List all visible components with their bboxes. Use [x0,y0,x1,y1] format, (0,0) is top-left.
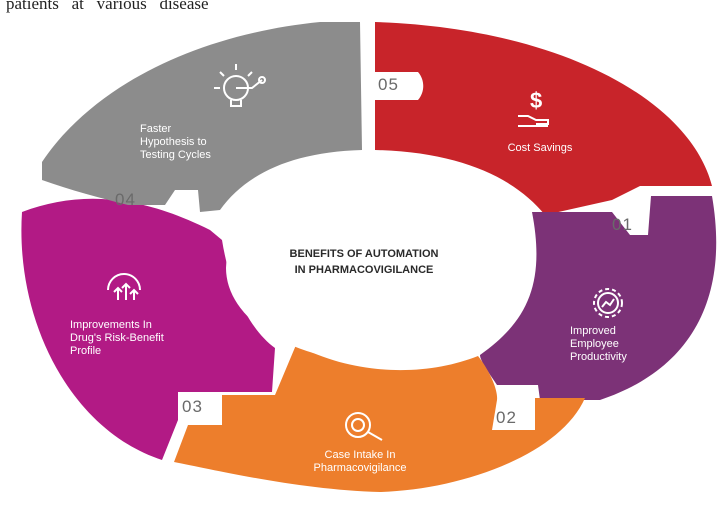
segment-faster-hypothesis [42,22,362,212]
segment-label-faster-hypothesis-line1: Faster [140,123,172,135]
segment-number-03: 03 [182,397,203,416]
segment-number-01: 01 [612,215,633,234]
magnifier-icon [345,412,383,441]
segment-risk-benefit [21,198,275,460]
segment-label-cost-savings-line1: Cost Savings [508,142,573,154]
svg-text:$: $ [530,88,542,113]
segment-label-case-intake-line2: Pharmacovigilance [314,462,407,474]
dollar-hand-icon: $ [518,88,549,127]
gear-arrows-icon [107,273,141,300]
segment-label-case-intake-line1: Case Intake In [325,449,396,461]
gear-chart-icon [593,288,623,318]
clipped-body-text: patients at various disease [6,0,209,13]
lightbulb-icon [214,64,266,107]
segment-label-risk-benefit-line1: Improvements In [70,319,152,331]
segment-cost-savings [375,22,712,215]
segment-case-intake [174,345,585,492]
center-hole [226,174,530,362]
segment-number-05: 05 [378,75,399,94]
segment-number-02: 02 [496,408,517,427]
center-title-line1: BENEFITS OF AUTOMATION [290,248,439,260]
segment-label-faster-hypothesis-line3: Testing Cycles [140,149,211,161]
segment-label-improved-productivity-line2: Employee [570,338,619,350]
segment-improved-productivity [480,196,717,400]
segment-number-04: 04 [115,190,136,209]
segment-label-faster-hypothesis-line2: Hypothesis to [140,136,207,148]
segment-label-risk-benefit-line2: Drug's Risk-Benefit [70,332,164,344]
center-title-line2: IN PHARMACOVIGILANCE [295,264,434,276]
segment-label-risk-benefit-line3: Profile [70,345,101,357]
segment-label-improved-productivity-line1: Improved [570,325,616,337]
segment-label-improved-productivity-line3: Productivity [570,351,627,363]
